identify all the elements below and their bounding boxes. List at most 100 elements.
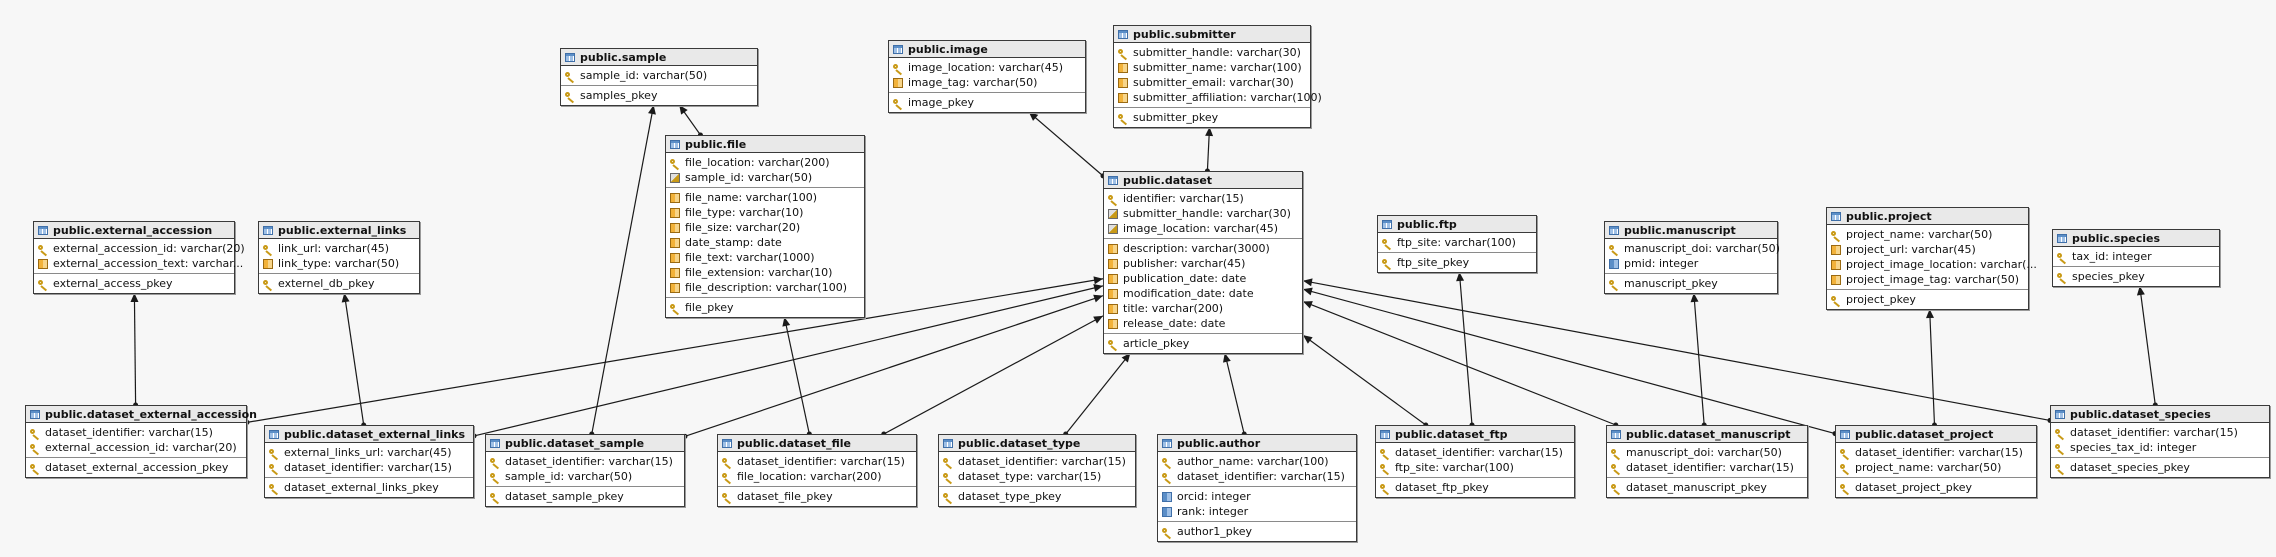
table-header[interactable]: public.external_accession: [34, 222, 234, 239]
column-row[interactable]: identifier: varchar(15): [1104, 191, 1302, 206]
index-row[interactable]: article_pkey: [1104, 336, 1302, 351]
table-dataset-species[interactable]: public.dataset_species dataset_identifier…: [2050, 405, 2270, 478]
column-row[interactable]: title: varchar(200): [1104, 301, 1302, 316]
column-row[interactable]: link_type: varchar(50): [259, 256, 419, 271]
table-header[interactable]: public.sample: [561, 49, 757, 66]
column-row[interactable]: publication_date: date: [1104, 271, 1302, 286]
table-header[interactable]: public.dataset_external_accession: [26, 406, 257, 423]
column-row[interactable]: sample_id: varchar(50): [561, 68, 757, 83]
column-row[interactable]: dataset_identifier: varchar(15): [1836, 445, 2036, 460]
index-row[interactable]: samples_pkey: [561, 88, 757, 103]
table-file[interactable]: public.file file_location: varchar(200)sa…: [665, 135, 865, 318]
column-row[interactable]: pmid: integer: [1605, 256, 1777, 271]
table-project[interactable]: public.project project_name: varchar(50) p…: [1826, 207, 2037, 310]
column-row[interactable]: link_url: varchar(45): [259, 241, 419, 256]
index-row[interactable]: dataset_manuscript_pkey: [1607, 480, 1807, 495]
table-header[interactable]: public.image: [889, 41, 1085, 58]
column-row[interactable]: project_image_location: varchar(...: [1827, 257, 2037, 272]
column-row[interactable]: submitter_handle: varchar(30): [1104, 206, 1302, 221]
column-row[interactable]: image_location: varchar(45): [1104, 221, 1302, 236]
column-row[interactable]: image_location: varchar(45): [889, 60, 1085, 75]
column-row[interactable]: external_accession_id: varchar(20): [34, 241, 245, 256]
table-header[interactable]: public.dataset_manuscript: [1607, 426, 1807, 443]
index-row[interactable]: dataset_project_pkey: [1836, 480, 2036, 495]
table-manuscript[interactable]: public.manuscript manuscript_doi: varchar…: [1604, 221, 1780, 294]
table-header[interactable]: public.dataset: [1104, 172, 1302, 189]
table-header[interactable]: public.ftp: [1378, 216, 1536, 233]
column-row[interactable]: file_size: varchar(20): [666, 220, 864, 235]
table-header[interactable]: public.project: [1827, 208, 2028, 225]
column-row[interactable]: species_tax_id: integer: [2051, 440, 2269, 455]
index-row[interactable]: species_pkey: [2053, 269, 2219, 284]
column-row[interactable]: orcid: integer: [1158, 489, 1356, 504]
table-dataset-ftp[interactable]: public.dataset_ftp dataset_identifier: va…: [1375, 425, 1575, 498]
table-header[interactable]: public.file: [666, 136, 864, 153]
table-header[interactable]: public.dataset_file: [718, 435, 916, 452]
column-row[interactable]: rank: integer: [1158, 504, 1356, 519]
column-row[interactable]: image_tag: varchar(50): [889, 75, 1085, 90]
column-row[interactable]: release_date: date: [1104, 316, 1302, 331]
table-external-accession[interactable]: public.external_accession external_access…: [33, 221, 245, 294]
column-row[interactable]: date_stamp: date: [666, 235, 864, 250]
index-row[interactable]: dataset_sample_pkey: [486, 489, 684, 504]
column-row[interactable]: file_location: varchar(200): [718, 469, 916, 484]
column-row[interactable]: file_type: varchar(10): [666, 205, 864, 220]
table-sample[interactable]: public.sample sample_id: varchar(50) sampl…: [560, 48, 758, 106]
table-header[interactable]: public.author: [1158, 435, 1356, 452]
index-row[interactable]: external_access_pkey: [34, 276, 234, 291]
column-row[interactable]: dataset_identifier: varchar(15): [1607, 460, 1807, 475]
column-row[interactable]: manuscript_doi: varchar(50): [1607, 445, 1807, 460]
column-row[interactable]: file_location: varchar(200): [666, 155, 864, 170]
table-header[interactable]: public.dataset_external_links: [265, 426, 473, 443]
index-row[interactable]: author1_pkey: [1158, 524, 1356, 539]
table-external-links[interactable]: public.external_links link_url: varchar(4…: [258, 221, 420, 294]
column-row[interactable]: dataset_identifier: varchar(15): [1158, 469, 1356, 484]
column-row[interactable]: dataset_type: varchar(15): [939, 469, 1135, 484]
column-row[interactable]: external_links_url: varchar(45): [265, 445, 473, 460]
table-dataset[interactable]: public.dataset identifier: varchar(15)sub…: [1103, 171, 1303, 354]
column-row[interactable]: dataset_identifier: varchar(15): [718, 454, 916, 469]
index-row[interactable]: manuscript_pkey: [1605, 276, 1777, 291]
column-row[interactable]: file_text: varchar(1000): [666, 250, 864, 265]
column-row[interactable]: project_name: varchar(50): [1836, 460, 2036, 475]
column-row[interactable]: dataset_identifier: varchar(15): [939, 454, 1135, 469]
index-row[interactable]: image_pkey: [889, 95, 1085, 110]
index-row[interactable]: file_pkey: [666, 300, 864, 315]
column-row[interactable]: dataset_identifier: varchar(15): [1376, 445, 1574, 460]
table-header[interactable]: public.manuscript: [1605, 222, 1777, 239]
table-header[interactable]: public.species: [2053, 230, 2219, 247]
column-row[interactable]: project_name: varchar(50): [1827, 227, 2028, 242]
column-row[interactable]: submitter_affiliation: varchar(100): [1114, 90, 1322, 105]
column-row[interactable]: file_description: varchar(100): [666, 280, 864, 295]
column-row[interactable]: external_accession_text: varchar...: [34, 256, 243, 271]
column-row[interactable]: external_accession_id: varchar(20): [26, 440, 246, 455]
column-row[interactable]: modification_date: date: [1104, 286, 1302, 301]
column-row[interactable]: publisher: varchar(45): [1104, 256, 1302, 271]
table-header[interactable]: public.submitter: [1114, 26, 1310, 43]
column-row[interactable]: sample_id: varchar(50): [666, 170, 864, 185]
table-dataset-file[interactable]: public.dataset_file dataset_identifier: v…: [717, 434, 917, 507]
index-row[interactable]: submitter_pkey: [1114, 110, 1310, 125]
column-row[interactable]: dataset_identifier: varchar(15): [2051, 425, 2269, 440]
index-row[interactable]: dataset_species_pkey: [2051, 460, 2269, 475]
column-row[interactable]: ftp_site: varchar(100): [1378, 235, 1536, 250]
table-header[interactable]: public.dataset_species: [2051, 406, 2269, 423]
index-row[interactable]: dataset_external_accession_pkey: [26, 460, 246, 475]
table-header[interactable]: public.dataset_sample: [486, 435, 684, 452]
index-row[interactable]: externel_db_pkey: [259, 276, 419, 291]
table-header[interactable]: public.dataset_ftp: [1376, 426, 1574, 443]
index-row[interactable]: dataset_external_links_pkey: [265, 480, 473, 495]
table-header[interactable]: public.external_links: [259, 222, 419, 239]
column-row[interactable]: manuscript_doi: varchar(50): [1605, 241, 1780, 256]
column-row[interactable]: sample_id: varchar(50): [486, 469, 684, 484]
column-row[interactable]: dataset_identifier: varchar(15): [265, 460, 473, 475]
column-row[interactable]: file_name: varchar(100): [666, 190, 864, 205]
